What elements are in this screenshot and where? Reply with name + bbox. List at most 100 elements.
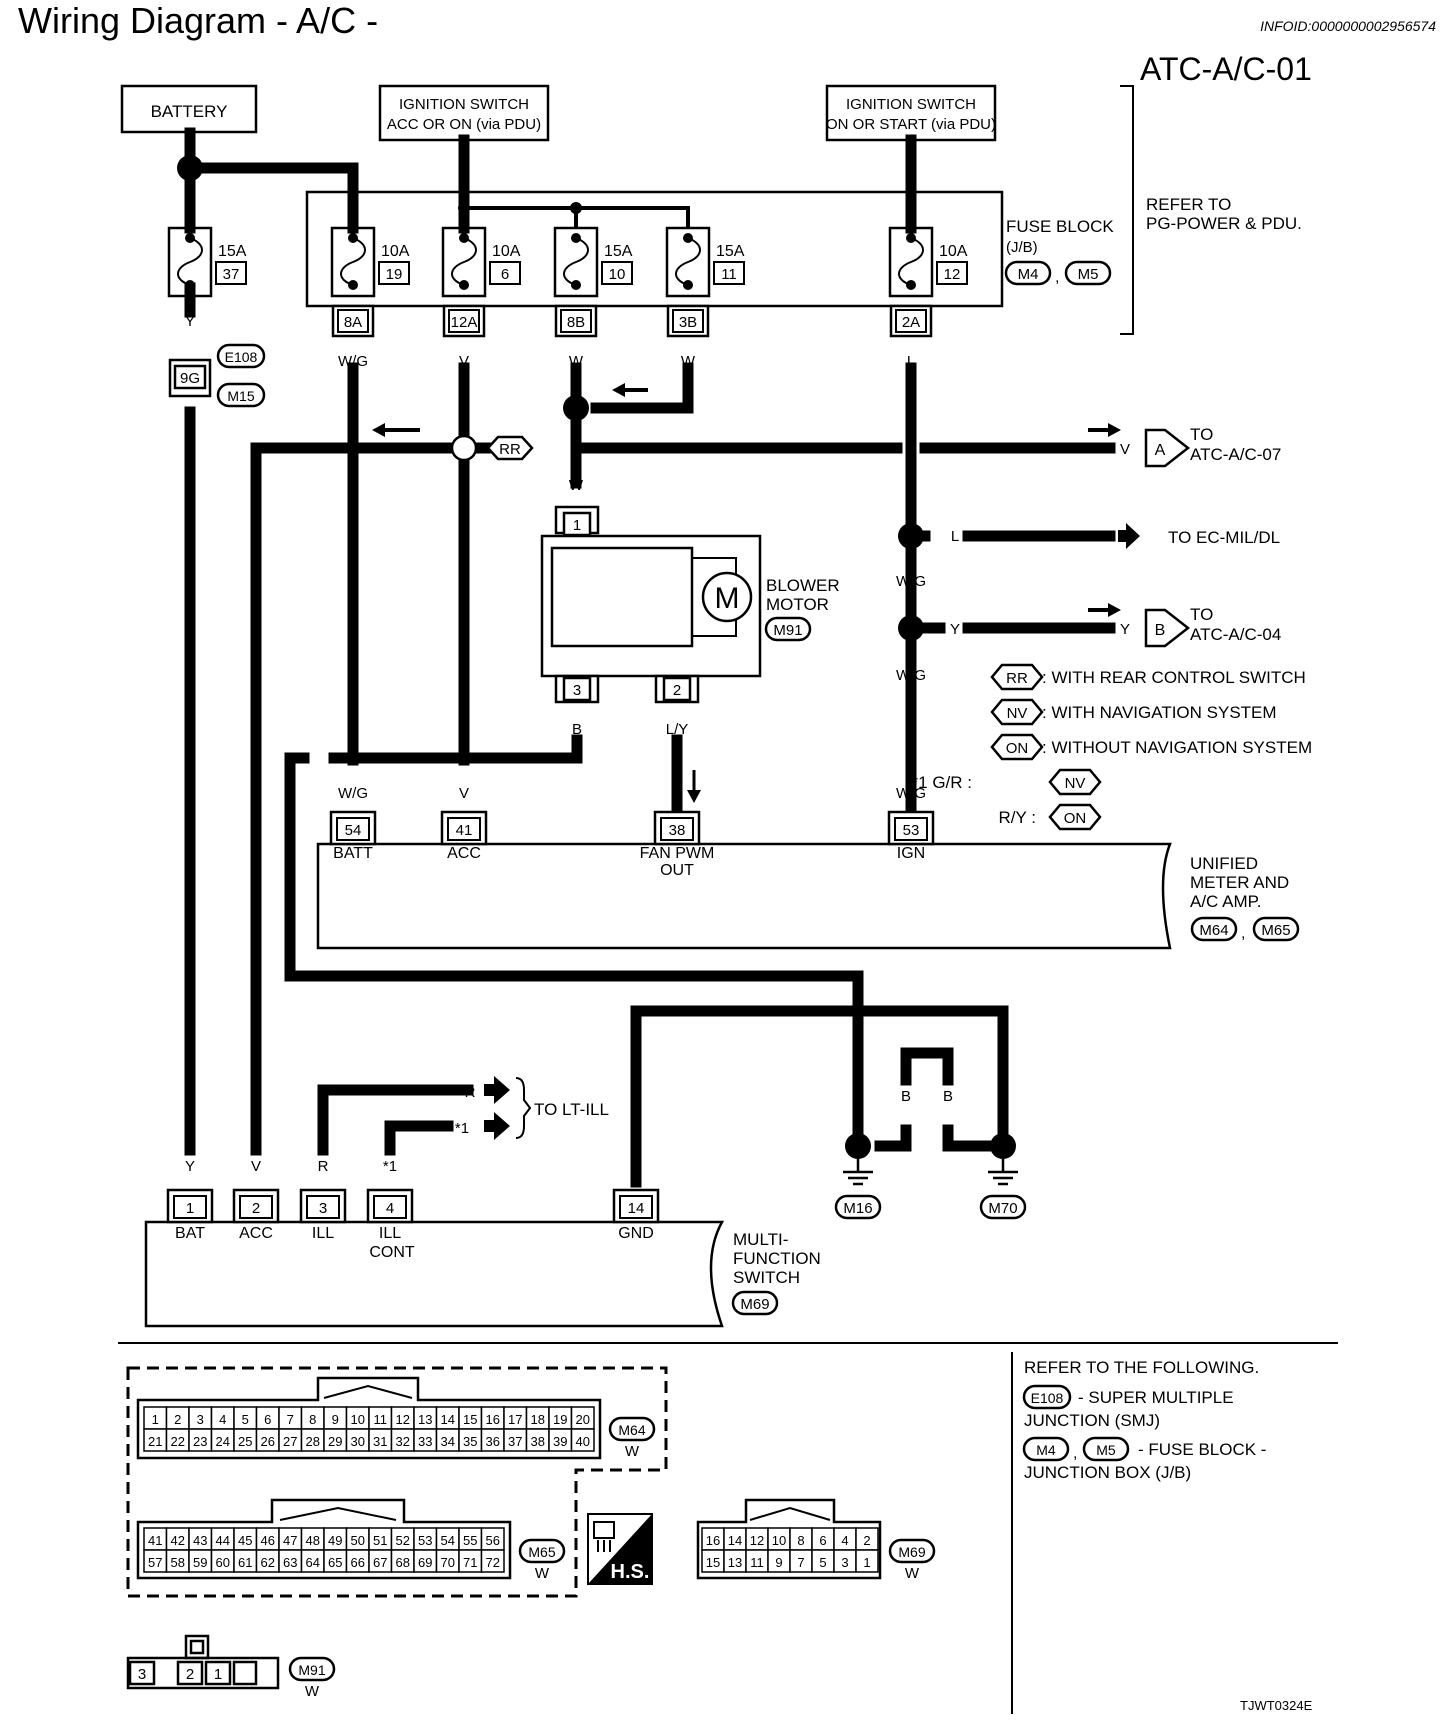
blower-pin1: 1 bbox=[573, 517, 581, 534]
m65-tag bbox=[518, 1538, 566, 1564]
m65-pin-row2-6: 63 bbox=[283, 1555, 297, 1570]
m64-pin-row1-2: 3 bbox=[197, 1412, 204, 1427]
m65-pin-row2-10: 67 bbox=[373, 1555, 387, 1570]
m64-pin-row1-14: 15 bbox=[463, 1412, 477, 1427]
wire-b-gnd-mfs bbox=[630, 1005, 858, 1188]
m69-pin-row2-4: 7 bbox=[797, 1555, 804, 1570]
wc-b-1: B bbox=[572, 721, 582, 738]
diagram-code: ATC-A/C-01 bbox=[1140, 51, 1312, 87]
wc-b-4: B bbox=[943, 1088, 953, 1105]
fuse-num-1: 19 bbox=[386, 266, 403, 283]
amp-name-2: METER AND bbox=[1190, 873, 1289, 892]
fuse-amp-5: 10A bbox=[939, 243, 968, 260]
battery-label: BATTERY bbox=[151, 102, 228, 121]
m64-pin-row1-6: 7 bbox=[287, 1412, 294, 1427]
ign-acc-line2: ACC OR ON (via PDU) bbox=[387, 116, 541, 133]
wire-w-3b bbox=[590, 362, 694, 414]
conn-tag-m5-text: M5 bbox=[1078, 266, 1099, 283]
m65-pin-row2-8: 65 bbox=[328, 1555, 342, 1570]
wire-acc-bus bbox=[464, 206, 690, 228]
legend-rr-tag-text: RR bbox=[1006, 670, 1028, 687]
fuse-element-2 bbox=[451, 237, 477, 286]
m65-color: W bbox=[535, 1565, 550, 1582]
wc-b-2: B bbox=[853, 1088, 863, 1105]
wc-wg-1: W/G bbox=[338, 353, 368, 370]
m65-pin-row1-9: 50 bbox=[351, 1533, 365, 1548]
rr-tag bbox=[486, 435, 534, 461]
m65-pin-row2-0: 57 bbox=[148, 1555, 162, 1570]
fuse-num-box-0 bbox=[215, 261, 247, 285]
m64-pin-row1-19: 20 bbox=[576, 1412, 590, 1427]
wc-l-2: L bbox=[907, 482, 915, 499]
amp-pin-num-2: 38 bbox=[669, 822, 686, 839]
fuse-num-box-4 bbox=[713, 261, 745, 285]
ground-splice-m16 bbox=[845, 1133, 871, 1159]
offpage-b-target: ATC-A/C-04 bbox=[1190, 625, 1281, 644]
offpage-b-letter: B bbox=[1155, 622, 1166, 639]
flow-arrow-w-head bbox=[612, 383, 625, 397]
m69-pin-row2-1: 13 bbox=[728, 1555, 742, 1570]
offpage-ec: TO EC-MIL/DL bbox=[1168, 528, 1280, 547]
m65-pin-row2-14: 71 bbox=[463, 1555, 477, 1570]
m65-shell bbox=[136, 1498, 512, 1580]
junction-m15-tag bbox=[216, 382, 266, 408]
m65-pin-row2-3: 60 bbox=[216, 1555, 230, 1570]
blower-pin2: 2 bbox=[673, 682, 681, 699]
m65-pin-row1-8: 49 bbox=[328, 1533, 342, 1548]
m64-pin-row2-1: 22 bbox=[171, 1434, 185, 1449]
m64-pin-row1-16: 17 bbox=[508, 1412, 522, 1427]
refer-title: REFER TO THE FOLLOWING. bbox=[1024, 1358, 1259, 1377]
wc-ly: L/Y bbox=[666, 721, 689, 738]
refer-m4-tag bbox=[1022, 1436, 1070, 1462]
m69-pin-row2-7: 1 bbox=[863, 1555, 870, 1570]
m65-pin-row1-0: 41 bbox=[148, 1533, 162, 1548]
ground-splice-m70 bbox=[990, 1133, 1016, 1159]
flow-arrow-a-head bbox=[1108, 423, 1121, 437]
wc-star-1: *1 bbox=[455, 1120, 469, 1137]
mfs-pin-box-3 bbox=[373, 1195, 407, 1219]
fb-terminal-3: 3B bbox=[679, 314, 697, 331]
m65-pin-row2-1: 58 bbox=[171, 1555, 185, 1570]
legend-on-tag-text: ON bbox=[1006, 740, 1029, 757]
lt-ill-label: TO LT-ILL bbox=[534, 1100, 609, 1119]
m64-pin-row1-4: 5 bbox=[242, 1412, 249, 1427]
splice-acc-1 bbox=[458, 202, 470, 214]
legend-star1-label: *1 G/R : bbox=[912, 773, 972, 792]
m64-pin-row1-13: 14 bbox=[441, 1412, 455, 1427]
amp-fan-out: OUT bbox=[660, 862, 694, 879]
mfs-pin-label-3: ILL bbox=[379, 1225, 401, 1242]
footer-code: TJWT0324E bbox=[1240, 1698, 1313, 1713]
m65-pin-row1-13: 54 bbox=[441, 1533, 455, 1548]
amp-pin-box-1 bbox=[447, 817, 481, 841]
amp-pin-box-2 bbox=[660, 817, 694, 841]
fuse-num-0: 37 bbox=[223, 266, 240, 283]
wc-star-2: *1 bbox=[383, 1158, 397, 1175]
m65-pin-row1-10: 51 bbox=[373, 1533, 387, 1548]
mfs-pin-num-1: 2 bbox=[252, 1200, 260, 1217]
m69-shell bbox=[696, 1498, 882, 1580]
amp-pin-num-1: 41 bbox=[456, 822, 473, 839]
m91-pin-1: 1 bbox=[214, 1666, 222, 1683]
refer-e108-tag-text: E108 bbox=[1031, 1390, 1064, 1406]
amp-pin-label-0: BATT bbox=[333, 845, 373, 862]
amp-pin-box-3 bbox=[894, 817, 928, 841]
refer-m4-tag-text: M4 bbox=[1036, 1442, 1056, 1458]
wire-star-ill-cont bbox=[384, 1120, 454, 1156]
refer-m5-tag-text: M5 bbox=[1096, 1442, 1116, 1458]
blower-body bbox=[550, 546, 694, 648]
m65-pin-row1-4: 45 bbox=[238, 1533, 252, 1548]
fuse-amp-3: 15A bbox=[604, 243, 633, 260]
m64-pin-row1-0: 1 bbox=[152, 1412, 159, 1427]
m69-pin-row1-3: 10 bbox=[772, 1533, 786, 1548]
m69-pin-row1-5: 6 bbox=[819, 1533, 826, 1548]
m65-pin-row2-7: 64 bbox=[306, 1555, 320, 1570]
m64-cell-row2-19 bbox=[570, 1428, 595, 1452]
m64-key bbox=[323, 1384, 413, 1399]
m65-pin-row1-1: 42 bbox=[171, 1533, 185, 1548]
m64-pin-row1-15: 16 bbox=[486, 1412, 500, 1427]
m69-pin-row1-2: 12 bbox=[750, 1533, 764, 1548]
legend-ry-on-text: ON bbox=[1064, 810, 1087, 827]
legend-on-tag bbox=[990, 733, 1044, 761]
